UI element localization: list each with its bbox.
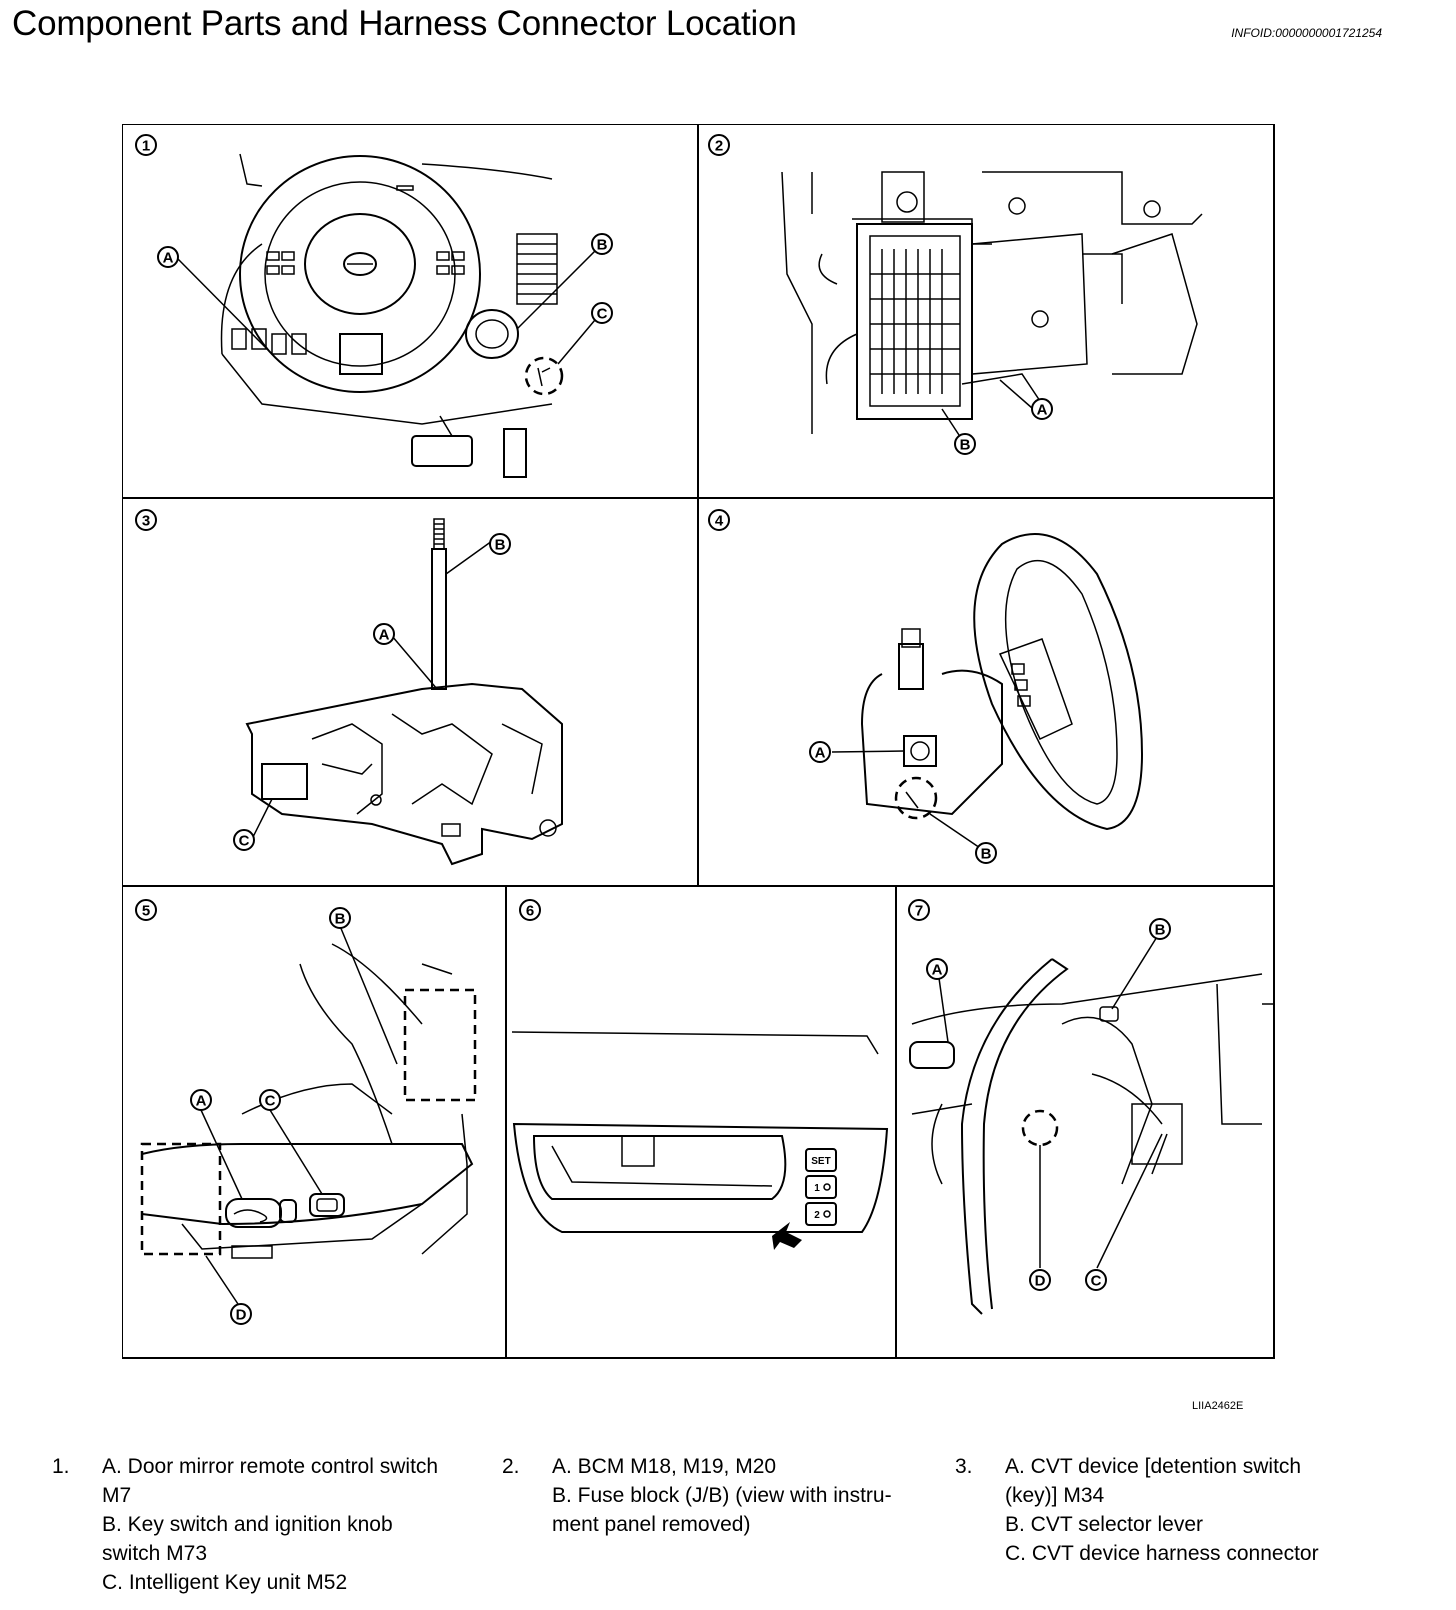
svg-text:A: A	[932, 962, 943, 979]
legend-line: C. Intelligent Key unit M52	[102, 1571, 348, 1594]
p7-callout-b: B	[1149, 918, 1171, 940]
svg-text:B: B	[495, 537, 506, 554]
component-location-figure: 1 2 3 4 5 6 7 A B C A B A B C A B A B C …	[122, 124, 1322, 1424]
p4-callout-a: A	[809, 741, 831, 763]
legend-line: A. BCM M18, M19, M20	[552, 1455, 777, 1478]
svg-text:6: 6	[526, 903, 534, 920]
panel-number-4: 4	[708, 509, 730, 531]
legend-number: 2.	[502, 1455, 520, 1478]
svg-text:B: B	[981, 846, 992, 863]
panel-6-illustration	[511, 1031, 889, 1250]
legend-line: switch M73	[102, 1542, 208, 1565]
p5-callout-c: C	[259, 1089, 281, 1111]
p7-callout-a: A	[926, 958, 948, 980]
svg-text:B: B	[335, 911, 346, 928]
svg-text:1: 1	[142, 138, 150, 155]
svg-text:7: 7	[915, 903, 923, 920]
svg-text:A: A	[196, 1093, 207, 1110]
p3-callout-c: C	[233, 829, 255, 851]
legend-line: B. Key switch and ignition knob	[102, 1513, 393, 1536]
page-title: Component Parts and Harness Connector Lo…	[12, 4, 797, 43]
set-switch-label: SET	[811, 1156, 830, 1167]
panel-number-2: 2	[708, 134, 730, 156]
figure-illustration	[122, 124, 1275, 1359]
p1-callout-b: B	[591, 233, 613, 255]
panel-number-6: 6	[519, 899, 541, 921]
legend-lines: A. Door mirror remote control switch M7 …	[102, 1452, 438, 1597]
svg-text:B: B	[1155, 922, 1166, 939]
figure-labels: 1 2 3 4 5 6 7 A B C A B A B C A B A B C …	[135, 134, 1171, 1325]
legend-line: ment panel removed)	[552, 1513, 751, 1536]
p1-callout-c: C	[591, 302, 613, 324]
p1-callout-a: A	[157, 246, 179, 268]
figure-code: LIIA2462E	[1192, 1400, 1244, 1412]
svg-text:D: D	[236, 1307, 247, 1324]
svg-text:C: C	[1091, 1273, 1102, 1290]
svg-text:A: A	[815, 745, 826, 762]
panel-number-5: 5	[135, 899, 157, 921]
legend-lines: A. CVT device [detention switch (key)] M…	[1005, 1452, 1319, 1568]
figure-frame	[122, 124, 1275, 1359]
svg-text:B: B	[597, 237, 608, 254]
panel-4-illustration	[831, 533, 1144, 853]
svg-text:C: C	[239, 833, 250, 850]
memory-1-switch-label: 1	[814, 1183, 820, 1194]
p2-callout-b: B	[954, 433, 976, 455]
svg-text:2: 2	[715, 138, 723, 155]
p2-callout-a: A	[1031, 398, 1053, 420]
p5-callout-b: B	[329, 907, 351, 929]
panel-number-7: 7	[908, 899, 930, 921]
svg-text:C: C	[265, 1093, 276, 1110]
legend-line: A. Door mirror remote control switch	[102, 1455, 439, 1478]
memory-2-switch-label: 2	[814, 1210, 820, 1221]
panel-5-illustration	[140, 925, 477, 1305]
panel-1-illustration	[175, 153, 601, 478]
p5-callout-a: A	[190, 1089, 212, 1111]
svg-text:3: 3	[142, 513, 150, 530]
p7-callout-d: D	[1029, 1269, 1051, 1291]
svg-text:B: B	[960, 437, 971, 454]
legend-line: C. CVT device harness connector	[1005, 1542, 1319, 1565]
p5-callout-d: D	[230, 1303, 252, 1325]
p3-callout-b: B	[489, 533, 511, 555]
legend-line: (key)] M34	[1005, 1484, 1105, 1507]
arrow-icon	[772, 1222, 802, 1250]
p4-callout-b: B	[975, 842, 997, 864]
svg-text:D: D	[1035, 1273, 1046, 1290]
legend-number: 1.	[52, 1455, 70, 1478]
legend-line: B. CVT selector lever	[1005, 1513, 1204, 1536]
memory-switch-cluster	[805, 1148, 837, 1226]
memory-switch-labels: SET 1 2	[811, 1156, 831, 1221]
p7-callout-c: C	[1085, 1269, 1107, 1291]
svg-text:A: A	[1037, 402, 1048, 419]
panel-7-illustration	[909, 931, 1274, 1315]
svg-text:A: A	[379, 627, 390, 644]
svg-text:A: A	[163, 250, 174, 267]
panel-3-illustration	[245, 518, 563, 866]
svg-text:C: C	[597, 306, 608, 323]
svg-text:4: 4	[715, 513, 724, 530]
panel-2-illustration	[781, 171, 1203, 436]
memory-1-indicator	[823, 1183, 831, 1191]
legend-line: M7	[102, 1484, 132, 1507]
panel-number-1: 1	[135, 134, 157, 156]
legend-number: 3.	[955, 1455, 973, 1478]
svg-text:5: 5	[142, 903, 150, 920]
legend-line: A. CVT device [detention switch	[1005, 1455, 1302, 1478]
info-id: INFOID:0000000001721254	[1231, 26, 1382, 40]
legend-lines: A. BCM M18, M19, M20 B. Fuse block (J/B)…	[552, 1452, 892, 1539]
panel-number-3: 3	[135, 509, 157, 531]
legend-line: B. Fuse block (J/B) (view with instru-	[552, 1484, 892, 1507]
memory-2-indicator	[823, 1210, 831, 1218]
p3-callout-a: A	[373, 623, 395, 645]
